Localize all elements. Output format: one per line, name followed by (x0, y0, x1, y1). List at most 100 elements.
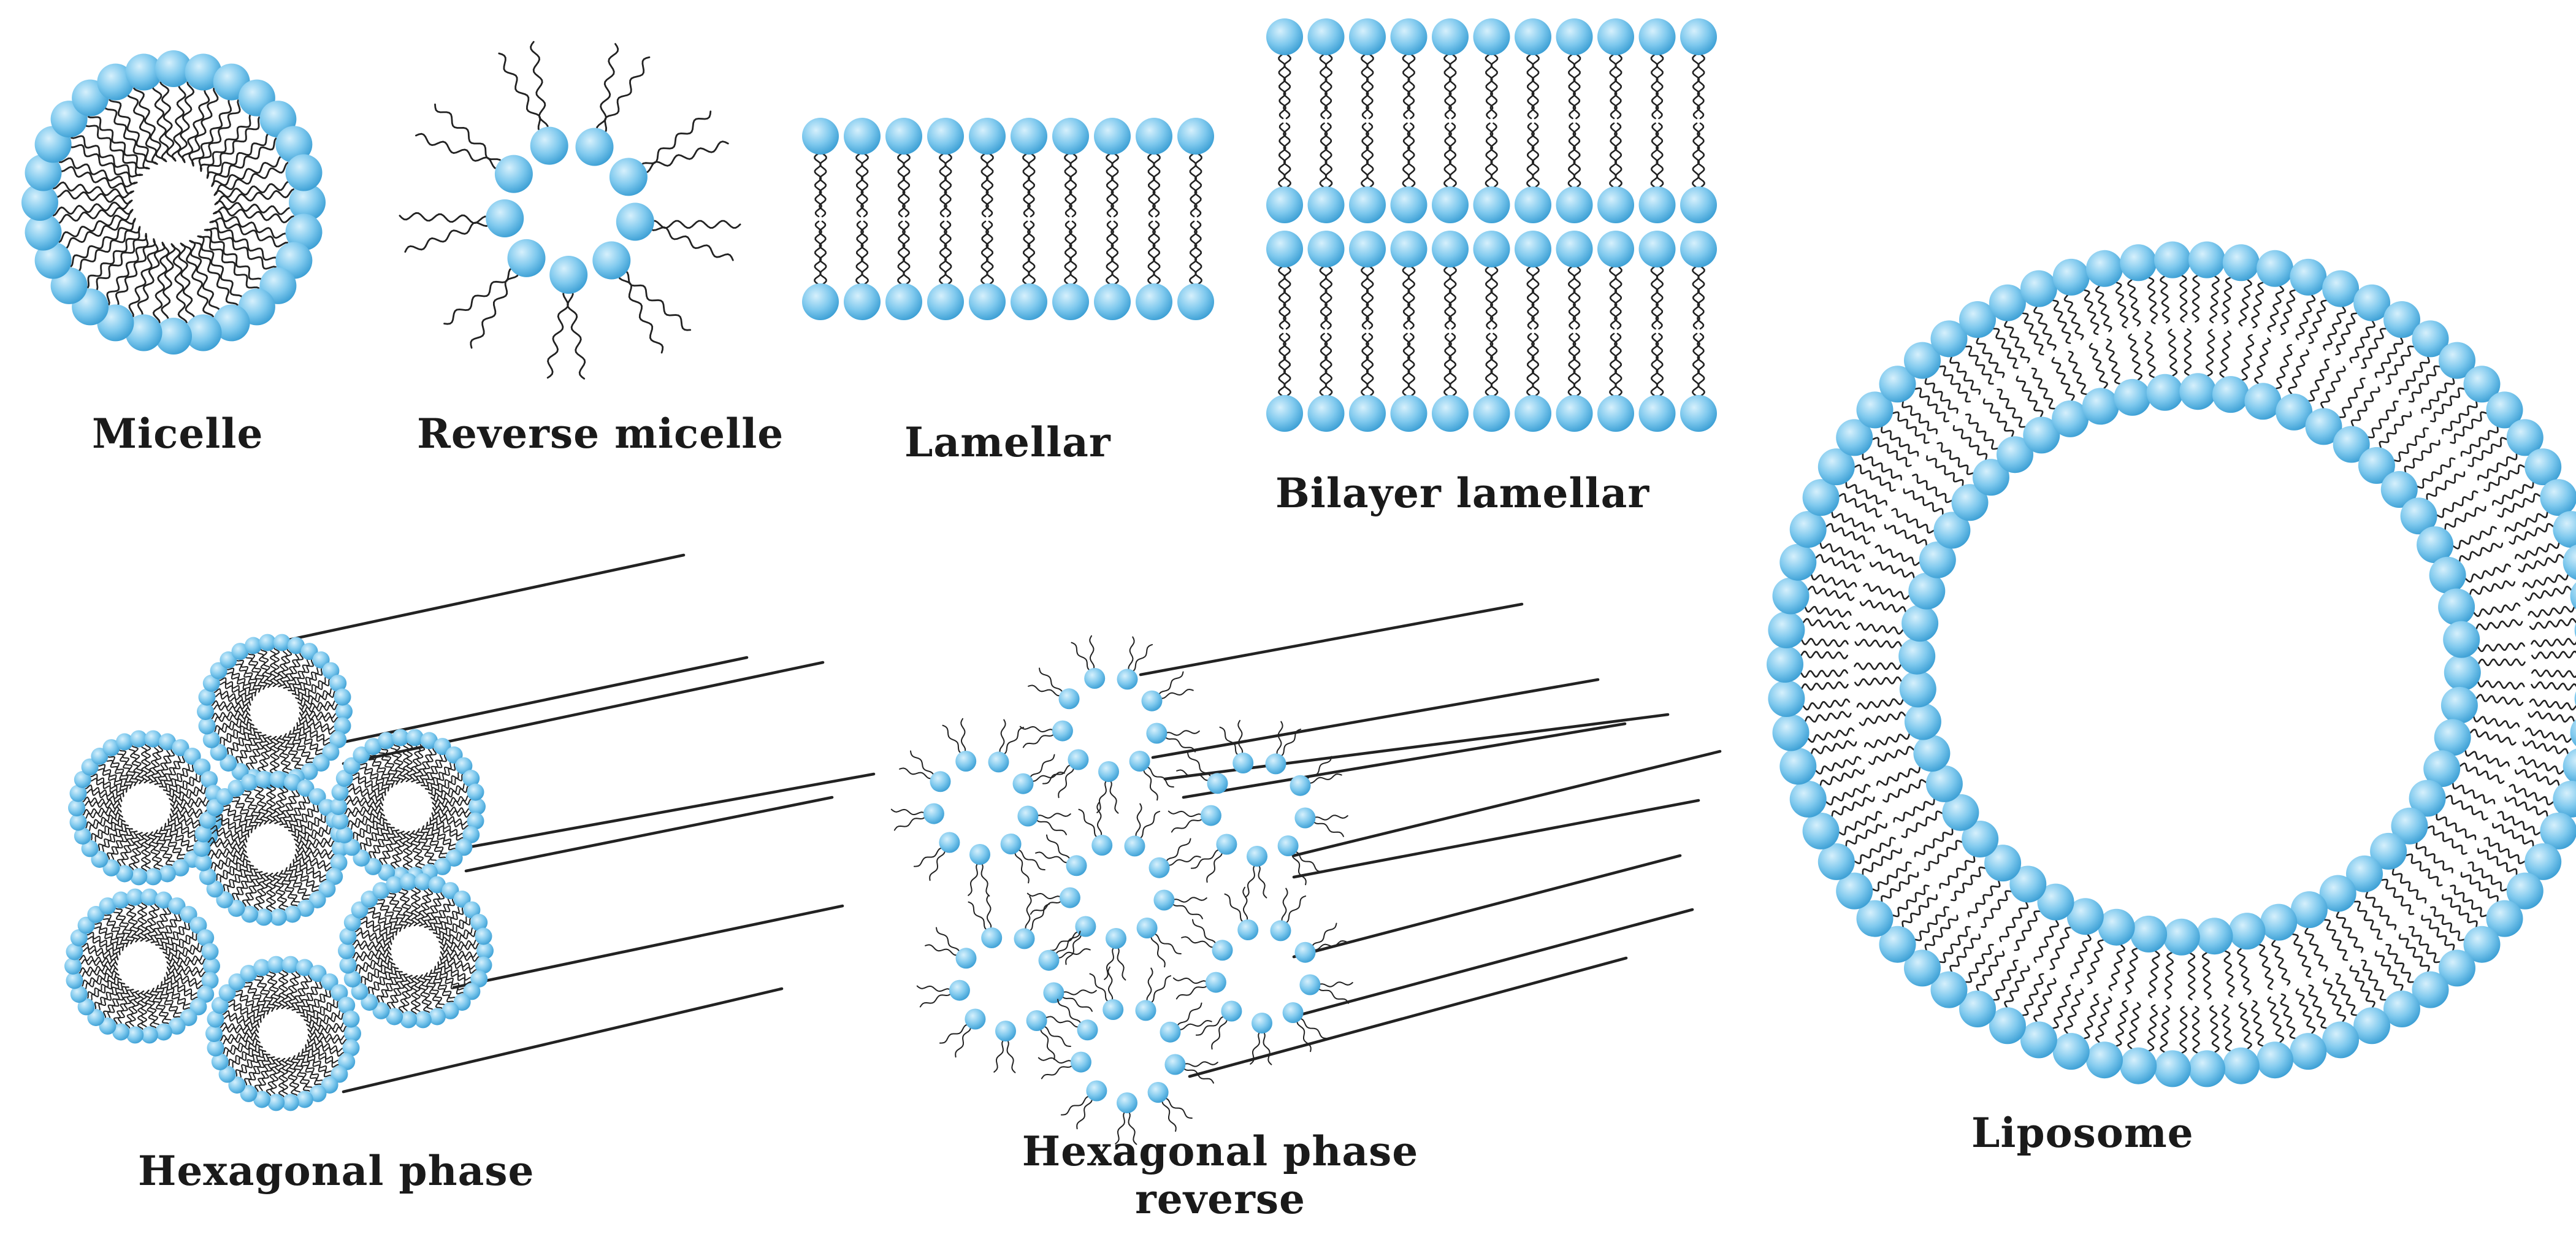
lipid-tail (2180, 1007, 2187, 1058)
tails (1020, 636, 1199, 813)
lipid-tail (1104, 946, 1116, 980)
lipid-tail (415, 976, 420, 1014)
lipid-tail (2515, 540, 2564, 559)
lipid-tail (1656, 260, 1663, 329)
hexagonal-phase-reverse-lines-2 (1153, 680, 1668, 797)
lipid-head (1639, 231, 1676, 267)
lipid-tail (2069, 351, 2089, 399)
lipid-head (1597, 186, 1634, 223)
lipid-tail (1857, 623, 1908, 634)
lipid-tail (134, 88, 166, 161)
lipid-tail (1031, 899, 1063, 914)
lipid-tail (2082, 285, 2098, 334)
lipid-tail (1061, 994, 1092, 1011)
lipid-tail (2442, 895, 2480, 930)
lipid-tail (1532, 123, 1539, 194)
lipid-head (2223, 1048, 2260, 1084)
heads (21, 50, 326, 355)
lipid-tail (1065, 147, 1072, 217)
lipid-tail (1869, 862, 1911, 893)
lipid-head (549, 256, 587, 294)
lipid-tail (1963, 945, 1993, 987)
lipid-tail (274, 737, 279, 775)
lipid-head (386, 876, 403, 894)
lipid-tail (1698, 48, 1705, 118)
lipid-tail (2193, 270, 2200, 321)
lipid-tail (1279, 123, 1286, 194)
lipid-tail (1317, 986, 1348, 1003)
lipid-tail (1279, 334, 1286, 402)
lipid-tail (2473, 643, 2524, 651)
lipid-head (2098, 909, 2135, 946)
lipid-tail (1028, 221, 1035, 291)
lipid-head (981, 927, 1002, 948)
lipid-tail (1028, 685, 1063, 696)
lipid-head (1091, 835, 1112, 856)
lipid-tail (1656, 48, 1663, 118)
lipid-tail (1450, 123, 1456, 194)
lipid-head (343, 1011, 360, 1028)
lipid-head (2163, 919, 2200, 956)
cylinder-line (343, 658, 747, 742)
lipid-head (1252, 1013, 1272, 1033)
lipid-tail (640, 142, 728, 173)
lipid-tail (1569, 48, 1575, 118)
lipid-tail (2455, 543, 2502, 564)
lipid-head (988, 751, 1009, 772)
lipid-shapes (21, 18, 2576, 1145)
lipid-tail (283, 1059, 288, 1097)
lipid-tail (1915, 826, 1957, 857)
lipid-head (2179, 373, 2216, 410)
lipid-tail (1320, 48, 1327, 118)
lipid-tail (2289, 350, 2309, 398)
lipid-head (1680, 395, 1717, 432)
lipid-head (1597, 231, 1634, 267)
lipid-tail (1803, 586, 1854, 600)
lipid-head (930, 771, 951, 792)
lipid-head (2114, 379, 2151, 416)
lipid-tail (435, 104, 503, 167)
lipid-tail (2107, 339, 2123, 389)
lipid-head (802, 118, 839, 155)
cylinder-line (1288, 910, 1692, 1018)
lipid-head (2429, 557, 2466, 594)
lipid-tail (1006, 1038, 1015, 1073)
lipid-tail (1028, 894, 1063, 899)
heads (486, 127, 654, 294)
lipid-tail (1975, 334, 2005, 377)
lipid-tail (2324, 303, 2346, 350)
lipid-tail (1869, 746, 1918, 764)
lipid-tail (1693, 48, 1700, 118)
lipid-head (1308, 18, 1345, 55)
lipid-head (1106, 928, 1126, 949)
lipid-tail (2238, 944, 2250, 994)
lipid-tail (1898, 895, 1936, 930)
lipid-head (1071, 1052, 1091, 1073)
lipid-tail (2473, 680, 2524, 689)
hexagonal-phase-cylinder-7 (205, 956, 361, 1111)
lipid-head (2120, 1048, 2157, 1084)
lipid-tail (1257, 864, 1267, 898)
lipid-tail (1532, 334, 1539, 402)
lipid-tail (1312, 819, 1343, 837)
lipid-tail (1023, 221, 1030, 291)
lipid-tail (2377, 412, 2411, 451)
lipid-head (530, 127, 568, 165)
lipid-tail (1367, 260, 1374, 329)
lipid-head (1515, 231, 1551, 267)
lipid-tail (1858, 849, 1901, 878)
lipid-head (253, 959, 270, 976)
lipid-tail (2440, 507, 2486, 532)
hexagonal-phase-lines-3 (466, 774, 874, 871)
lipid-head (1142, 691, 1163, 711)
lipid-tail (2281, 994, 2298, 1043)
lipid-head (2322, 270, 2359, 307)
lipid-head (1052, 118, 1089, 155)
lipid-tail (2252, 277, 2266, 328)
lipid-head (1349, 395, 1386, 432)
lipid-tail (1927, 456, 1967, 489)
lipid-tail (1403, 48, 1410, 118)
lipid-head (1901, 605, 1938, 642)
hexagonal-phase-reverse-lines-1 (1141, 604, 1522, 675)
lipid-head (927, 283, 964, 320)
